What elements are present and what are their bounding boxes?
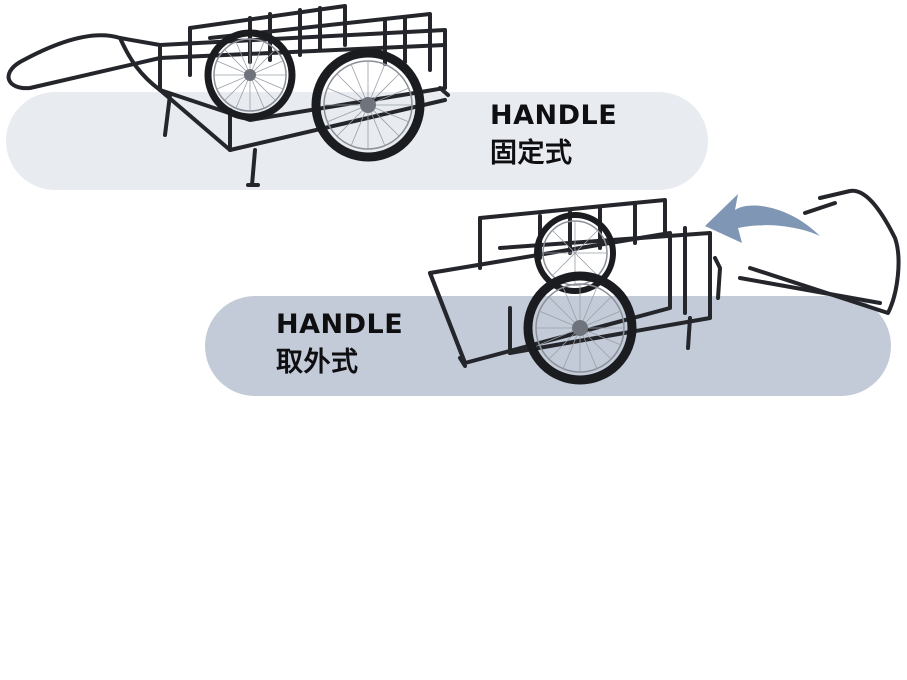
wheel-icon bbox=[311, 48, 425, 162]
cart-fixed-handle-icon bbox=[6, 4, 450, 187]
variant-fixed-handle: HANDLE 固定式 bbox=[0, 0, 907, 200]
variant-removable-handle: HANDLE 取外式 bbox=[0, 188, 907, 408]
cart-removable-handle-icon bbox=[428, 188, 901, 385]
label-line-type: 取外式 bbox=[276, 347, 359, 378]
variant-label: HANDLE 固定式 bbox=[490, 97, 617, 173]
wheel-icon bbox=[204, 29, 296, 121]
variant-label: HANDLE 取外式 bbox=[276, 306, 403, 382]
label-line-title: HANDLE bbox=[276, 309, 404, 340]
label-line-title: HANDLE bbox=[490, 100, 618, 131]
curved-arrow-left-icon bbox=[705, 194, 820, 243]
detached-handle-icon bbox=[738, 188, 901, 315]
label-background-pill bbox=[6, 92, 708, 190]
label-line-type: 固定式 bbox=[490, 138, 573, 169]
